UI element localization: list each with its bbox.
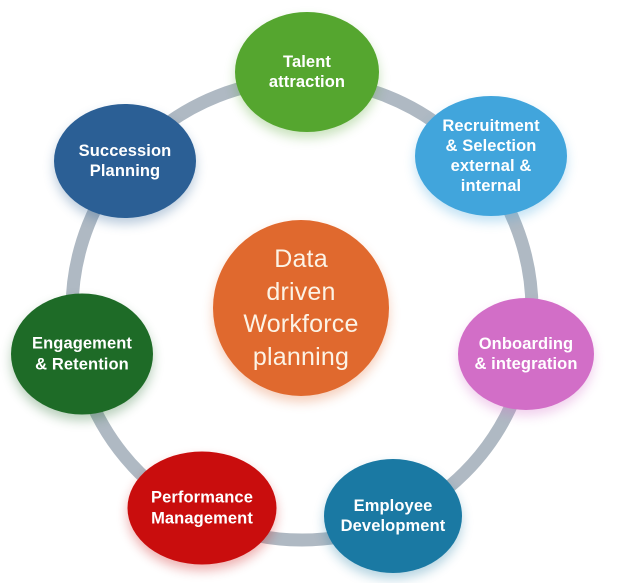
node-talent-attraction-label: Talent attraction <box>268 52 346 91</box>
center-node-label: Data driven Workforce planning <box>243 245 359 371</box>
center-node-data-driven-workforce-planning: Data driven Workforce planning <box>213 220 389 396</box>
node-performance-management-label: Performance Management <box>151 488 253 527</box>
node-engagement-retention-label: Engagement & Retention <box>31 334 133 373</box>
node-succession-planning-label: Succession Planning <box>78 141 172 180</box>
node-recruitment-selection: Recruitment & Selection external & inter… <box>415 96 567 216</box>
node-onboarding-integration-label: Onboarding & integration <box>474 334 578 373</box>
node-employee-development: Employee Development <box>324 459 462 573</box>
node-recruitment-selection-label: Recruitment & Selection external & inter… <box>442 116 540 196</box>
node-succession-planning: Succession Planning <box>54 104 196 218</box>
node-employee-development-label: Employee Development <box>340 496 446 535</box>
node-onboarding-integration: Onboarding & integration <box>458 298 594 410</box>
node-engagement-retention: Engagement & Retention <box>11 293 153 415</box>
node-talent-attraction: Talent attraction <box>235 12 379 132</box>
node-performance-management: Performance Management <box>127 451 277 565</box>
